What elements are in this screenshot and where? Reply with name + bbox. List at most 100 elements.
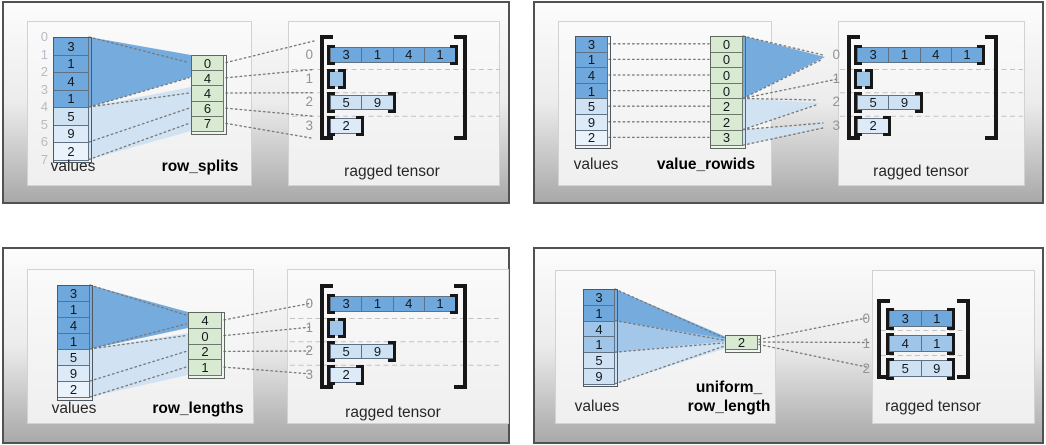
spec-cell: 0 bbox=[191, 55, 224, 72]
big-bracket-left bbox=[847, 35, 860, 140]
value-index-label: 6 bbox=[40, 134, 48, 149]
value-cell: 5 bbox=[57, 349, 90, 366]
connector-dotted-line bbox=[225, 40, 315, 64]
spec-cell: 2 bbox=[188, 343, 222, 361]
value-cell: 9 bbox=[575, 114, 608, 131]
row-index-label: 2 bbox=[305, 343, 313, 359]
row-bracket-right bbox=[387, 341, 396, 362]
value-cell: 2 bbox=[57, 381, 90, 398]
empty-row-cell bbox=[857, 71, 870, 87]
row-bracket-right bbox=[977, 44, 986, 65]
value-cell: 1 bbox=[57, 301, 90, 318]
row-bracket-left bbox=[854, 44, 862, 65]
spec-cell: 6 bbox=[191, 100, 224, 117]
values-label: values bbox=[51, 400, 97, 417]
row-bracket-left bbox=[854, 92, 862, 113]
value-cell: 3 bbox=[583, 289, 615, 306]
spec-cell: 0 bbox=[710, 82, 743, 100]
value-cell: 1 bbox=[575, 51, 608, 69]
value-cell: 3 bbox=[57, 285, 90, 302]
method-label: uniform_ bbox=[695, 379, 763, 396]
big-bracket-left bbox=[320, 284, 333, 389]
connector-dotted-line bbox=[742, 104, 817, 131]
connector-dotted-line bbox=[89, 334, 187, 350]
spec-cell: 0 bbox=[710, 36, 743, 53]
spec-cell: 1 bbox=[188, 359, 222, 376]
row-index-label: 1 bbox=[305, 319, 313, 335]
fan-light bbox=[743, 98, 820, 130]
connector-dotted-line bbox=[223, 366, 313, 375]
ragged-cell: 1 bbox=[920, 310, 953, 327]
row-bracket-right bbox=[914, 92, 923, 113]
ragged-tensor-area-panel bbox=[287, 269, 509, 424]
ragged-cell: 3 bbox=[330, 296, 363, 312]
value-cell: 9 bbox=[57, 365, 90, 382]
row-bracket-left bbox=[886, 332, 894, 355]
row-bracket-left bbox=[327, 341, 335, 362]
value-cell: 1 bbox=[583, 304, 615, 322]
row-index-label: 0 bbox=[832, 46, 840, 62]
row-bracket-right bbox=[947, 307, 955, 330]
ragged-cell: 3 bbox=[857, 47, 890, 63]
fan-light bbox=[615, 341, 725, 384]
row-bracket-left bbox=[886, 357, 894, 380]
row-bracket-right bbox=[387, 92, 396, 113]
row-bracket-left bbox=[854, 68, 862, 89]
big-bracket-left bbox=[877, 299, 890, 379]
big-bracket-left bbox=[320, 35, 333, 140]
connector-dotted-line bbox=[614, 345, 724, 385]
row-index-label: 1 bbox=[862, 335, 870, 351]
connector-dotted-line bbox=[758, 341, 870, 344]
connector-overlay bbox=[614, 288, 965, 385]
connector-dotted-line bbox=[758, 343, 870, 369]
value-cell: 2 bbox=[53, 142, 89, 161]
row-bracket-right bbox=[450, 293, 459, 314]
fan-dark bbox=[89, 37, 191, 107]
fan-light bbox=[743, 125, 825, 146]
row-index-label: 2 bbox=[862, 360, 870, 376]
row-bracket-right bbox=[338, 317, 346, 338]
row-bracket-left bbox=[327, 68, 335, 89]
spec-cell: 2 bbox=[710, 98, 743, 115]
value-cell: 4 bbox=[57, 317, 90, 334]
connector-dotted-line bbox=[88, 92, 190, 108]
row-bracket-right bbox=[883, 115, 892, 136]
connector-dotted-line bbox=[223, 326, 313, 337]
connector-dotted-line bbox=[88, 36, 190, 64]
row-bracket-left bbox=[327, 115, 335, 136]
row-index-label: 0 bbox=[305, 295, 313, 311]
ragged-cell: 1 bbox=[361, 296, 394, 312]
values-label: values bbox=[573, 156, 619, 173]
fan-dark bbox=[90, 285, 188, 349]
row-bracket-right bbox=[450, 44, 459, 65]
ragged-cell: 9 bbox=[888, 94, 921, 110]
fan-light bbox=[89, 87, 191, 160]
connector-dotted-line bbox=[742, 127, 824, 146]
ragged-cell: 9 bbox=[920, 360, 953, 377]
value-cell: 9 bbox=[53, 124, 89, 143]
spec-cell: 0 bbox=[710, 51, 743, 69]
connector-dotted-line bbox=[88, 77, 190, 108]
connector-dotted-line bbox=[742, 35, 824, 56]
connector-dotted-line bbox=[88, 107, 190, 143]
row-bracket-left bbox=[854, 115, 862, 136]
spec-cell: 4 bbox=[188, 312, 222, 329]
value-index-label: 2 bbox=[40, 64, 48, 79]
connector-dotted-line bbox=[225, 107, 315, 117]
ragged-cell: 4 bbox=[392, 47, 425, 63]
value-index-label: 7 bbox=[40, 151, 48, 167]
spec-cell: 3 bbox=[710, 129, 743, 147]
value-cell: 4 bbox=[53, 72, 89, 91]
value-cell: 1 bbox=[53, 54, 89, 73]
ragged-cell: 4 bbox=[919, 47, 952, 63]
value-cell: 3 bbox=[53, 37, 89, 56]
ragged-tensor-label: ragged tensor bbox=[345, 404, 441, 421]
values-label: values bbox=[574, 398, 620, 415]
row-bracket-left bbox=[327, 293, 335, 314]
spec-cell: 0 bbox=[710, 67, 743, 84]
value-cell: 9 bbox=[583, 368, 615, 385]
